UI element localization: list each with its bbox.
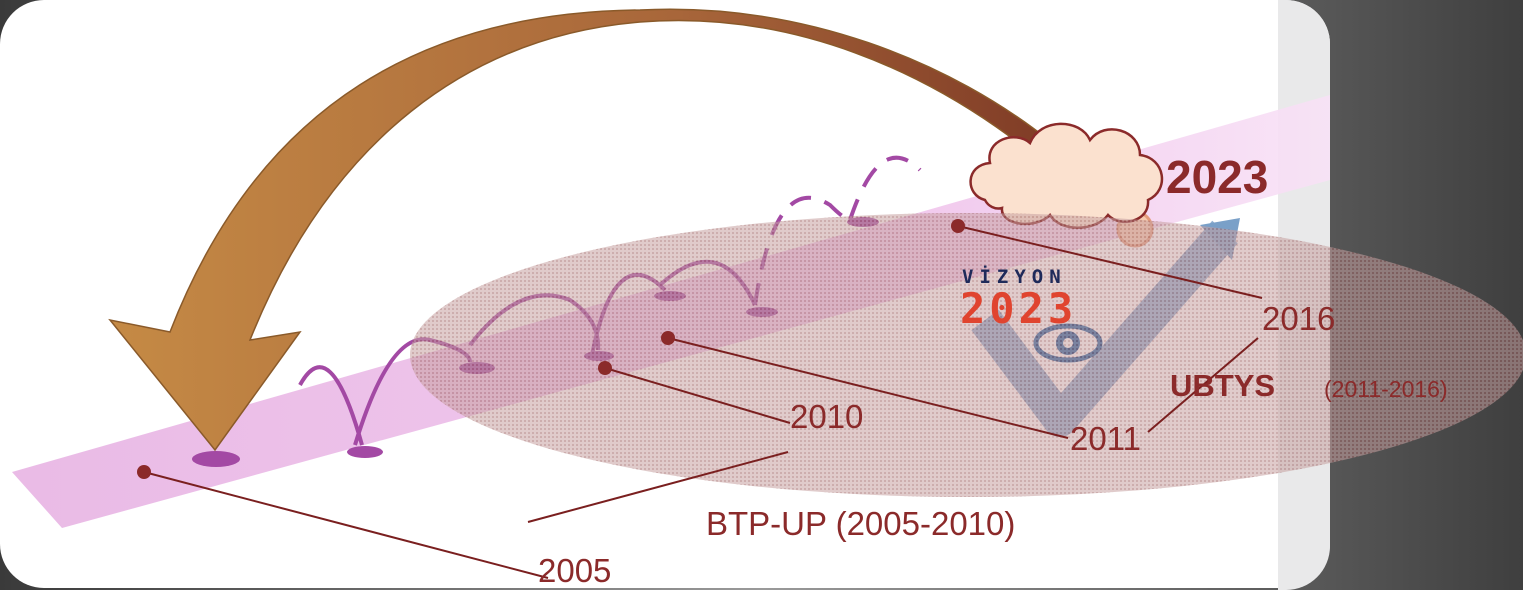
future-hop-arc-2 xyxy=(848,155,922,221)
hop-landing xyxy=(192,451,240,467)
leader-dots xyxy=(137,219,965,479)
label-ubtys-range: (2011-2016) xyxy=(1324,376,1448,402)
leader-line-ubtys xyxy=(1147,337,1259,433)
leader-lines xyxy=(143,225,1263,579)
leader-line-2016 xyxy=(957,225,1263,299)
label-2011: 2011 xyxy=(1070,420,1141,457)
logo-word: VİZYON xyxy=(962,266,1067,288)
dot-2016 xyxy=(951,219,965,233)
hop-arc-1 xyxy=(298,365,364,446)
label-btp-up: BTP-UP (2005-2010) xyxy=(706,505,1016,542)
label-2005: 2005 xyxy=(538,552,612,589)
dot-2010 xyxy=(598,361,612,375)
dot-2005 xyxy=(137,465,151,479)
logo-year: 2023 xyxy=(960,284,1078,333)
hop-landing xyxy=(347,446,383,458)
leader-line-2005 xyxy=(143,471,549,579)
label-2010: 2010 xyxy=(790,398,864,435)
label-ubtys: UBTYS xyxy=(1170,368,1276,403)
leader-line-btp xyxy=(527,451,789,523)
label-2016: 2016 xyxy=(1262,300,1336,337)
vision-arrow xyxy=(108,8,1057,452)
leader-line-2010 xyxy=(604,367,791,424)
ubtys-ellipse xyxy=(410,213,1523,497)
leader-line-2011 xyxy=(667,337,1069,439)
dot-2011 xyxy=(661,331,675,345)
label-2023: 2023 xyxy=(1166,151,1269,203)
